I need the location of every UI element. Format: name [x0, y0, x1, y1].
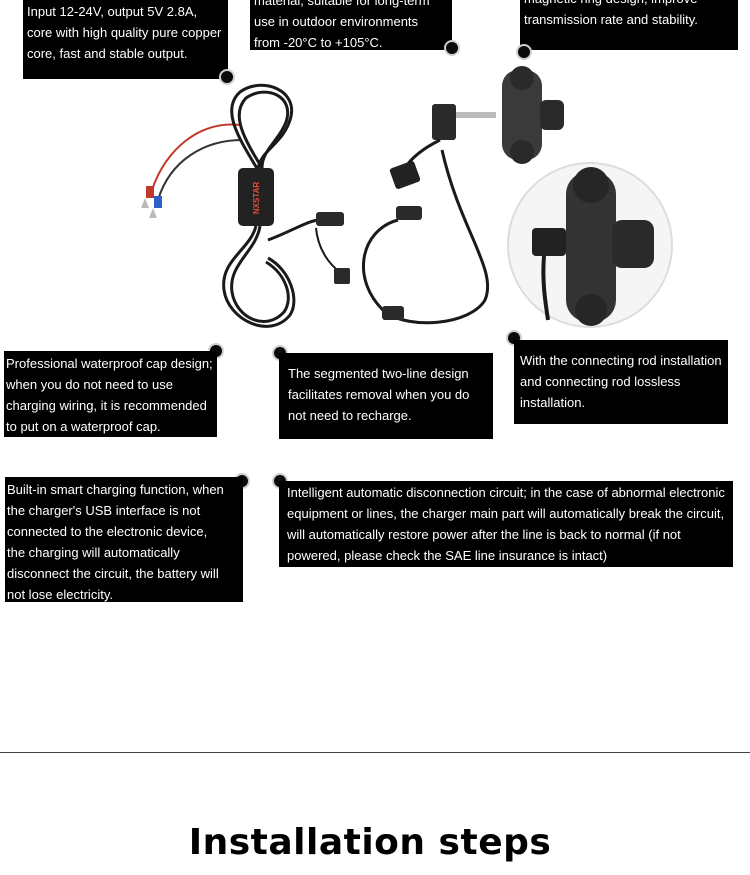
- callout-rod-install: With the connecting rod installation and…: [514, 340, 728, 424]
- brand-label: NXSTAR: [252, 182, 261, 215]
- callout-waterproof-cap: Professional waterproof cap design; when…: [4, 351, 217, 437]
- section-divider: [0, 752, 750, 753]
- mount-closeup: [507, 162, 673, 328]
- coiled-cable-top: [230, 83, 294, 171]
- callout-pointer-dot: [516, 44, 532, 60]
- callout-pointer-dot: [219, 69, 235, 85]
- usb-plug: [389, 104, 496, 189]
- coiled-cable-bottom: [222, 225, 296, 328]
- product-illustration: NXSTAR: [141, 66, 673, 328]
- charger-module: NXSTAR: [238, 168, 274, 226]
- mount-arm-top: [502, 66, 564, 164]
- callout-auto-disconnect: Intelligent automatic disconnection circ…: [279, 481, 733, 567]
- sae-connector: [267, 212, 350, 284]
- callout-pointer-dot: [444, 40, 460, 56]
- callout-material: material, suitable for long-term use in …: [250, 0, 452, 50]
- callout-magnetic-ring: magnetic ring design, improve transmissi…: [520, 0, 738, 50]
- ring-terminals: [141, 123, 243, 218]
- callout-smart-charging: Built-in smart charging function, when t…: [5, 477, 243, 602]
- section-title: Installation steps: [188, 822, 552, 863]
- callout-input-output: Input 12-24V, output 5V 2.8A, core with …: [23, 0, 228, 79]
- callout-two-line: The segmented two-line design facilitate…: [279, 353, 493, 439]
- sae-extension-cable: [361, 149, 490, 325]
